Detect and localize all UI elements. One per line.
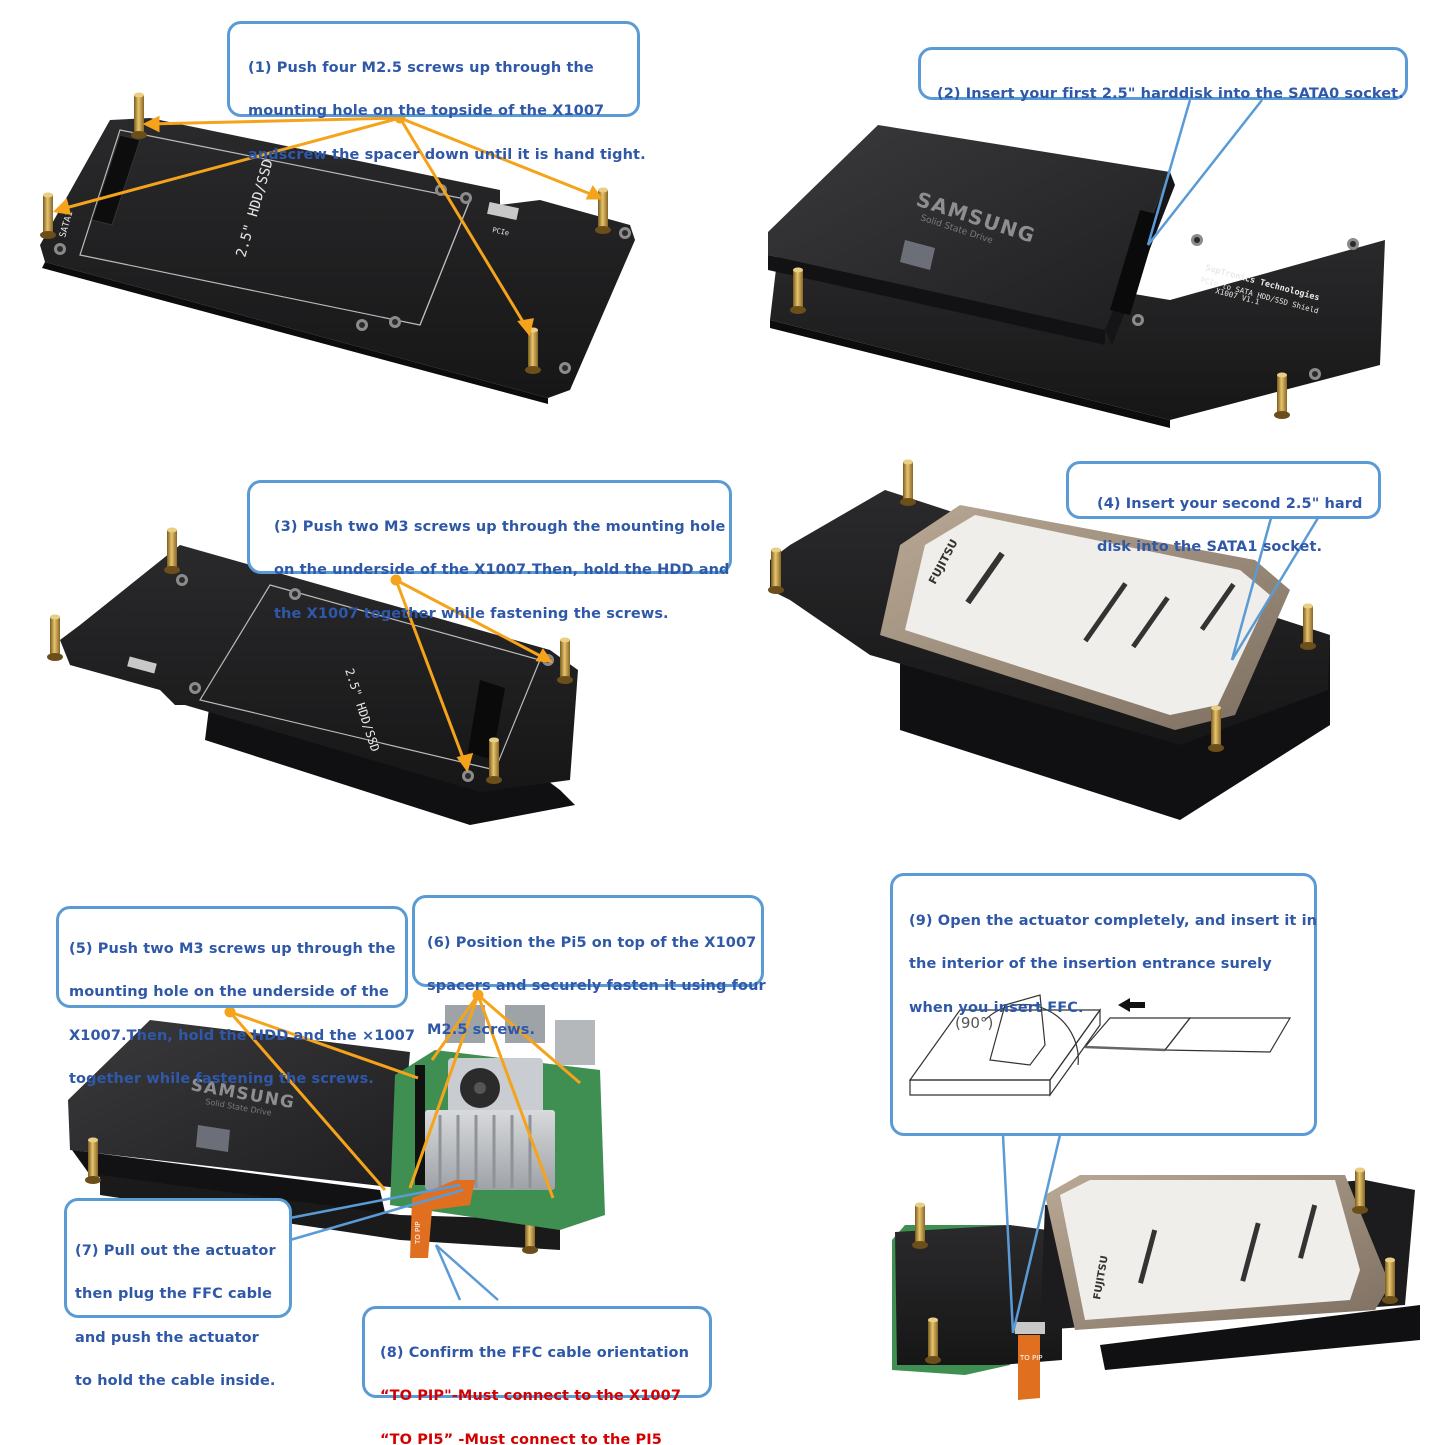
step-1-line-1: (1) Push four M2.5 screws up through the: [248, 59, 594, 76]
step-5-line-2: mounting hole on the underside of the: [69, 984, 389, 1001]
step-2-callout: (2) Insert your first 2.5" harddisk into…: [918, 47, 1408, 102]
angle-90-label: (90°): [955, 1014, 993, 1032]
step-5-callout: (5) Push two M3 screws up through the mo…: [56, 906, 415, 1087]
step-4-line-1: (4) Insert your second 2.5" hard: [1097, 495, 1363, 512]
step-7-line-2: then plug the FFC cable: [75, 1286, 273, 1303]
panel-4-hdd-installed: FUJITSU: [768, 459, 1330, 820]
panel-3-underside-screws: 2.5" HDD/SSD: [47, 527, 578, 825]
ffc-label-text: TO PIP: [414, 1221, 422, 1245]
step-4-line-2: disk into the SATA1 socket.: [1097, 539, 1323, 556]
step-6-line-2: spacers and securely fasten it using fou…: [427, 978, 766, 995]
step-8-warning-to-pip: “TO PIP"-Must connect to the X1007: [380, 1388, 682, 1405]
step-6-line-1: (6) Position the Pi5 on top of the X1007: [427, 934, 757, 951]
step-3-callout: (3) Push two M3 screws up through the mo…: [247, 480, 732, 622]
step-7-line-1: (7) Pull out the actuator: [75, 1242, 276, 1259]
step-6-line-3: M2.5 screws.: [427, 1021, 536, 1038]
step-8-line-1: (8) Confirm the FFC cable orientation: [380, 1344, 689, 1361]
step-7-line-4: to hold the cable inside.: [75, 1372, 276, 1389]
svg-text:PCIe: PCIe: [492, 226, 510, 237]
step-3-line-2: on the underside of the X1007.Then, hold…: [274, 562, 730, 579]
panel-5-8-pi5-stack: SAMSUNG Solid State Drive TO PIP: [68, 989, 605, 1301]
step-4-callout: (4) Insert your second 2.5" hard disk in…: [1066, 461, 1381, 555]
panel-1-board: 2.5" HDD/SSD SATA1 PCIe: [40, 92, 635, 404]
step-5-line-3: X1007.Then, hold the HDD and the ×1007: [69, 1027, 416, 1044]
step-5-line-4: together while fastening the screws.: [69, 1070, 374, 1087]
step-1-line-2: mounting hole on the topside of the X100…: [248, 103, 605, 120]
step-8-warning-to-pi5: “TO PI5” -Must connect to the PI5: [380, 1431, 662, 1445]
step-9-callout: (9) Open the actuator completely, and in…: [890, 873, 1317, 1136]
panel-2-ssd-installed: SAMSUNG Solid State Drive SupTronics Tec…: [768, 99, 1385, 428]
step-9-line-3: when you insert FFC.: [909, 999, 1084, 1016]
ffc-label-text-2: TO PIP: [1019, 1354, 1043, 1362]
step-1-line-3: andscrew the spacer down until it is han…: [248, 146, 646, 163]
ffc-insertion-figure: [908, 994, 1292, 1097]
step-9-line-2: the interior of the insertion entrance s…: [909, 956, 1272, 973]
step-8-callout: (8) Confirm the FFC cable orientation “T…: [362, 1306, 712, 1445]
step-3-line-1: (3) Push two M3 screws up through the mo…: [274, 518, 726, 535]
step-9-line-1: (9) Open the actuator completely, and in…: [909, 912, 1318, 929]
step-6-callout: (6) Position the Pi5 on top of the X1007…: [412, 895, 766, 1038]
step-3-line-3: the X1007 together while fastening the s…: [274, 605, 669, 622]
panel-9-final-stack: FUJITSU TO PIP (90°): [892, 994, 1420, 1400]
step-5-line-1: (5) Push two M3 screws up through the: [69, 940, 396, 957]
step-2-line-1: (2) Insert your first 2.5" harddisk into…: [937, 85, 1404, 102]
step-1-callout: (1) Push four M2.5 screws up through the…: [227, 21, 646, 163]
step-7-callout: (7) Pull out the actuator then plug the …: [64, 1198, 292, 1389]
step-7-line-3: and push the actuator: [75, 1329, 259, 1346]
